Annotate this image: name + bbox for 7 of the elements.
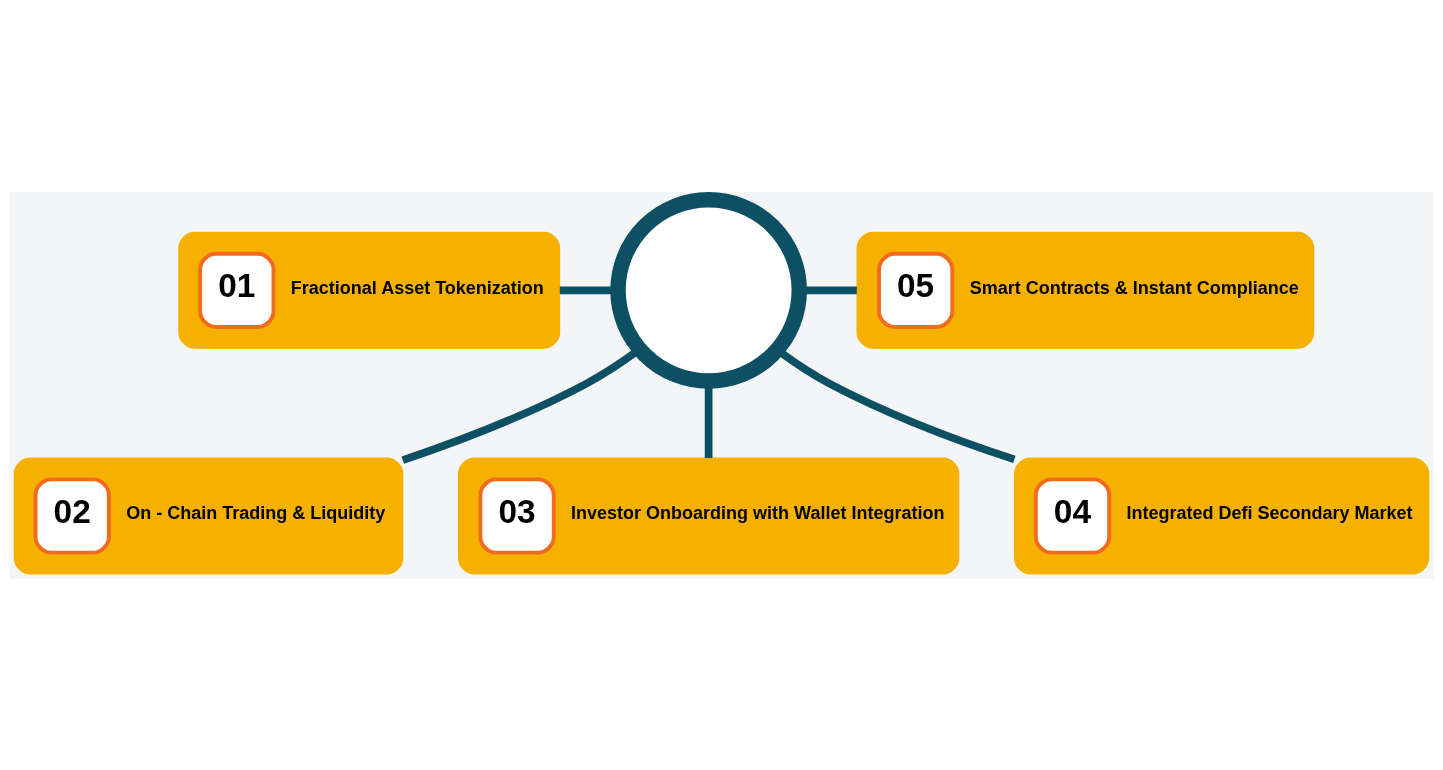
node-box: 03 Investor Onboarding with Wallet Integration: [457, 457, 960, 574]
node-box: 04 Integrated Defi Secondary Market: [1014, 457, 1430, 574]
node-box: 01 Fractional Asset Tokenization: [178, 231, 561, 349]
node-circle: [610, 191, 807, 389]
connector: [401, 347, 640, 464]
node-box: 02 On - Chain Trading & Liquidity: [13, 457, 404, 574]
node-box: 05 Smart Contracts & Instant Compliance: [856, 231, 1315, 349]
